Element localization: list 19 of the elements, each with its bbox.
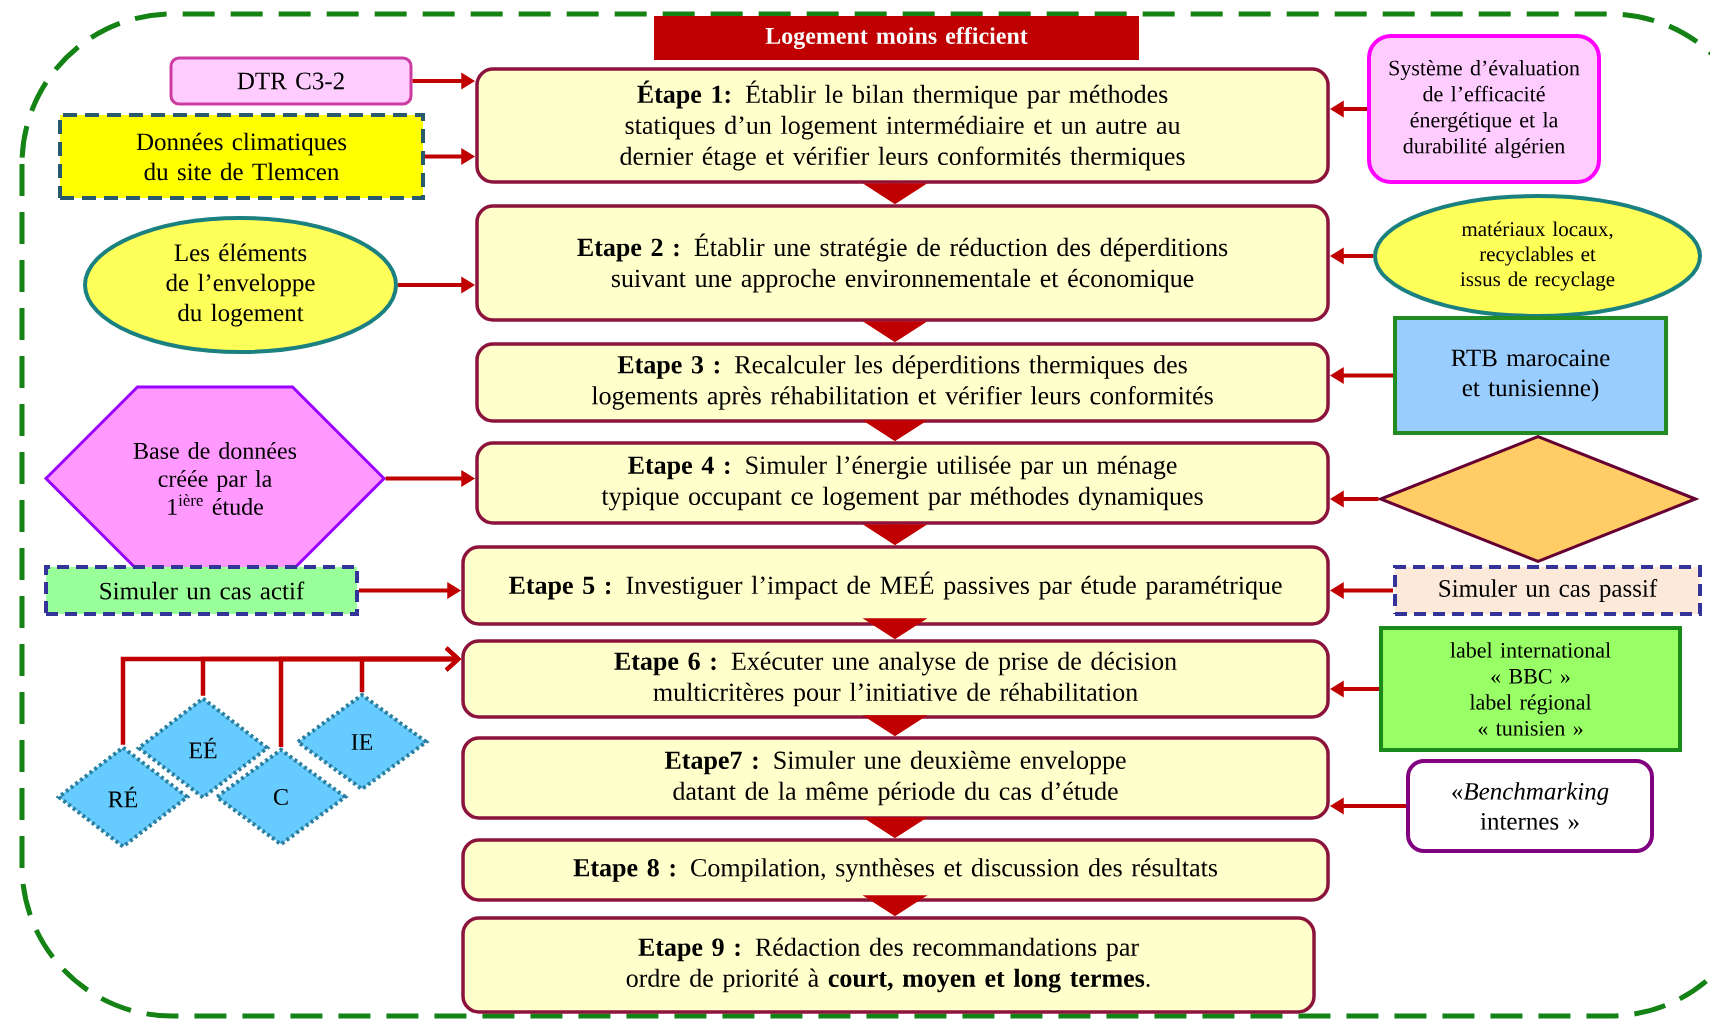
arrow [359,646,462,693]
step-box: Etape 5 : Investiguer l’impact de MEÉ passives par étude paramétrique [461,545,1330,626]
input-box: Données climatiques du site de Tlemcen [58,113,425,200]
input-box: DTR C3-2 [169,56,413,106]
input-box: Simuler un cas actif [44,565,359,616]
step-box: Étape 1: Établir le bilan thermique par méthodes statiques d’un logement intermédiaire et un autre au dernier étage et vérifier leurs conformités thermiques [475,67,1330,184]
input-box: label international « BBC » label régional « tunisien » [1379,626,1682,752]
step-box: Etape 4 : Simuler l’énergie utilisée par un ménage typique occupant ce logement par méthodes dynamiques [475,441,1330,525]
step-box: Etape 6 : Exécuter une analyse de prise de décision multicritères pour l’initiative de réhabilitation [461,639,1330,719]
step-box: Etape 9 : Rédaction des recommandations par ordre de priorité à court, moyen et long termes. [461,916,1316,1014]
input-box: «Benchmarking internes » [1406,759,1654,853]
input-box: RTB marocaine et tunisienne) [1393,316,1668,435]
input-box: Simuler un cas passif [1393,565,1702,616]
step-box: Etape 3 : Recalculer les déperditions thermiques des logements après réhabilitation et vérifier leurs conformités [475,342,1330,423]
step-box: Etape 2 : Établir une stratégie de réduction des déperditions suivant une approche environnementale et économique [475,204,1330,322]
title-banner: Logement moins efficient [654,16,1139,60]
input-box: Système d’évaluation de l’efficacité énergétique et la durabilité algérien [1367,34,1601,184]
step-box: Etape 8 : Compilation, synthèses et discussion des résultats [461,838,1330,902]
step-box: Etape7 : Simuler une deuxième enveloppe datant de la même période du cas d’étude [461,736,1330,820]
